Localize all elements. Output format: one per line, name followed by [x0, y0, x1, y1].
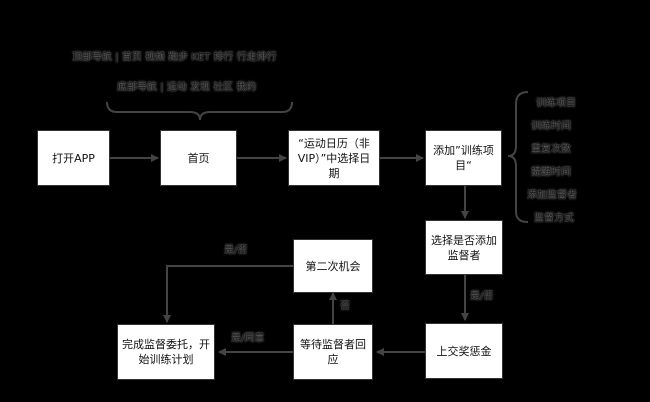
node-add-training: 添加”训练项目“	[425, 130, 502, 186]
node-choose-supervisor-label: 选择是否添加监督者	[431, 233, 497, 262]
node-deposit: 上交奖惩金	[425, 323, 503, 379]
training-option: 提醒时间	[531, 167, 571, 178]
home-top-nav-annotation: 顶部导航 | 首页 视频 跑步 KET 排行 行走排行	[72, 52, 277, 63]
node-wait-supervisor: 等待监督者回应	[293, 324, 373, 380]
node-complete-label: 完成监督委托，开始训练计划	[122, 338, 210, 366]
node-complete: 完成监督委托，开始训练计划	[117, 324, 215, 380]
edge-label-wait-complete: 是/同意	[231, 333, 265, 344]
node-calendar: “运动日历（非VIP）”中选择日期	[288, 130, 380, 186]
edge-label-wait-second: 否	[340, 301, 350, 312]
training-options-brace	[507, 91, 529, 223]
node-open-app-label: 打开APP	[52, 151, 95, 165]
node-deposit-label: 上交奖惩金	[436, 344, 492, 358]
edge-label-second-complete: 是/否	[224, 245, 248, 256]
home-bottom-nav-annotation: 底部导航 | 运动 发现 社区 我的	[117, 82, 257, 93]
training-option: 训练时间	[531, 121, 571, 132]
arrow-second-to-complete	[163, 265, 293, 323]
training-option: 添加监督者	[527, 190, 577, 201]
node-open-app: 打开APP	[37, 130, 110, 186]
training-option: 监督方式	[534, 213, 574, 224]
node-calendar-label: “运动日历（非VIP）”中选择日期	[297, 136, 371, 180]
node-wait-supervisor-label: 等待监督者回应	[300, 338, 366, 366]
node-choose-supervisor: 选择是否添加监督者	[425, 220, 503, 275]
node-second-chance: 第二次机会	[293, 239, 373, 293]
node-second-chance-label: 第二次机会	[305, 259, 361, 273]
home-annotation-brace	[106, 101, 293, 121]
training-option: 训练项目	[536, 98, 576, 109]
edge-label-choose-deposit: 是/否	[470, 291, 494, 302]
node-add-training-label: 添加”训练项目“	[433, 144, 494, 172]
training-option: 重复次数	[531, 144, 571, 155]
node-home-label: 首页	[187, 151, 210, 165]
node-home: 首页	[160, 130, 237, 186]
